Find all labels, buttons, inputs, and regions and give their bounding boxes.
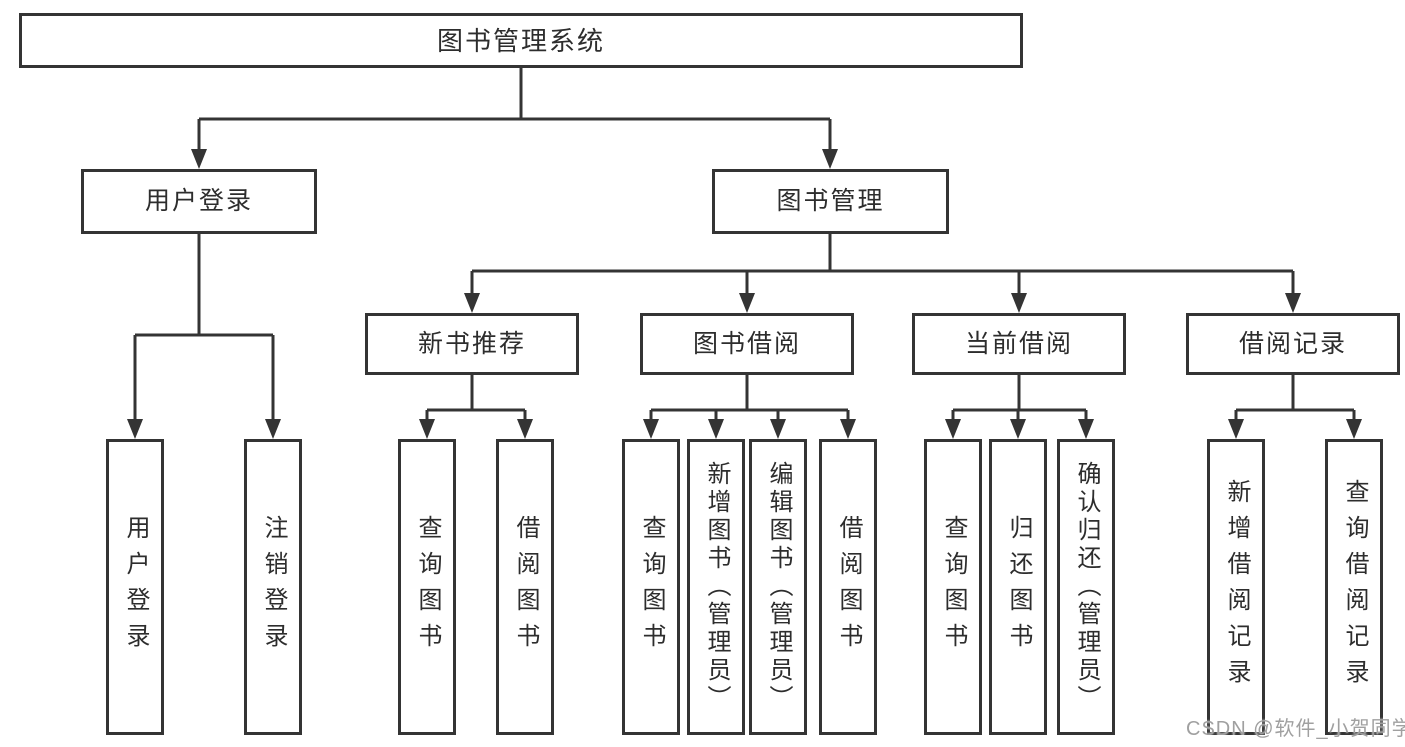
leaf-user-login: 用户登录 xyxy=(106,439,164,735)
watermark: CSDN @软件_小贺同学 xyxy=(1186,718,1405,740)
node-current-borrowing: 当前借阅 xyxy=(912,313,1126,375)
node-book-management: 图书管理 xyxy=(712,169,949,234)
leaf-current-return-books: 归还图书 xyxy=(989,439,1047,735)
leaf-records-add-record: 新增借阅记录 xyxy=(1207,439,1265,735)
leaf-recommend-query-books: 查询图书 xyxy=(398,439,456,735)
leaf-recommend-borrow-books: 借阅图书 xyxy=(496,439,554,735)
leaf-current-query-books: 查询图书 xyxy=(924,439,982,735)
leaf-logout: 注销登录 xyxy=(244,439,302,735)
leaf-current-confirm-return-admin: 确认归还（管理员） xyxy=(1057,439,1115,735)
node-new-book-recommend: 新书推荐 xyxy=(365,313,579,375)
node-library-management-system: 图书管理系统 xyxy=(19,13,1023,68)
leaf-borrowing-add-books-admin: 新增图书（管理员） xyxy=(687,439,745,735)
node-user-login: 用户登录 xyxy=(81,169,317,234)
node-book-borrowing: 图书借阅 xyxy=(640,313,854,375)
leaf-borrowing-query-books: 查询图书 xyxy=(622,439,680,735)
leaf-borrowing-borrow-books: 借阅图书 xyxy=(819,439,877,735)
leaf-borrowing-edit-books-admin: 编辑图书（管理员） xyxy=(749,439,807,735)
leaf-records-query-record: 查询借阅记录 xyxy=(1325,439,1383,735)
node-borrowing-records: 借阅记录 xyxy=(1186,313,1400,375)
